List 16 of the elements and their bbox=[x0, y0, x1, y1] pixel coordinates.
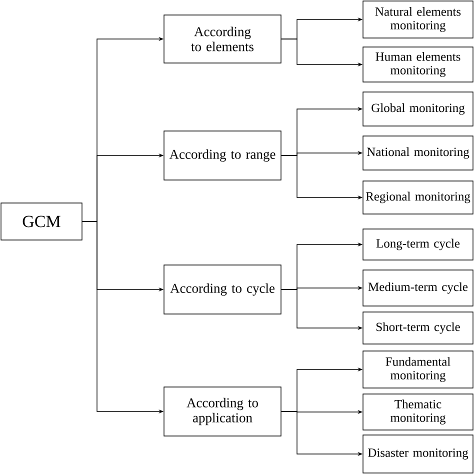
leaf-box: Natural elements monitoring bbox=[362, 0, 474, 38]
leaf-box: Human elements monitoring bbox=[362, 46, 474, 82]
category-box: According to range bbox=[164, 130, 282, 180]
category-box: According to elements bbox=[164, 14, 282, 64]
leaf-box: Long-term cycle bbox=[362, 228, 474, 260]
category-box: According to application bbox=[164, 386, 282, 436]
category-box: According to cycle bbox=[164, 264, 282, 314]
leaf-box: Disaster monitoring bbox=[362, 434, 474, 474]
leaf-box: Fundamental monitoring bbox=[362, 350, 474, 388]
leaf-box: Thematic monitoring bbox=[362, 394, 474, 430]
leaf-box: Medium-term cycle bbox=[362, 270, 474, 306]
leaf-box: National monitoring bbox=[362, 136, 474, 170]
leaf-box: Short-term cycle bbox=[362, 312, 474, 344]
leaf-box: Regional monitoring bbox=[362, 180, 474, 214]
root-box: GCM bbox=[0, 202, 82, 240]
leaf-box: Global monitoring bbox=[362, 92, 474, 126]
